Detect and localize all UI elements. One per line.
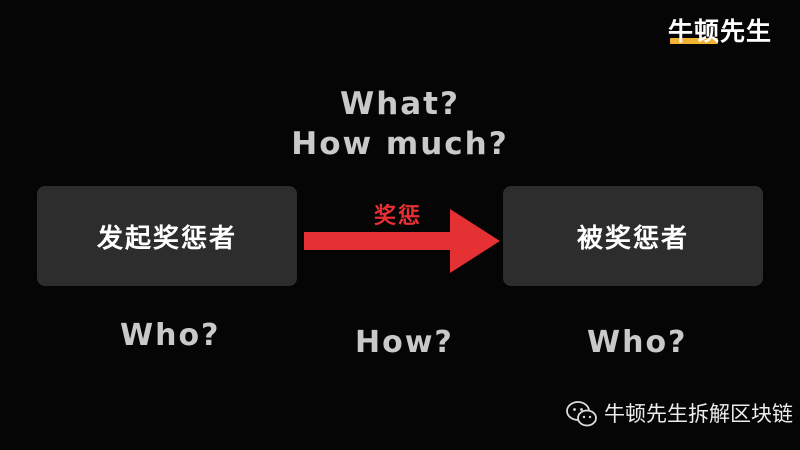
arrow-icon <box>304 209 500 273</box>
node-recipient: 被奖惩者 <box>503 186 763 286</box>
arrow-shape <box>304 209 500 273</box>
who-left-label: Who? <box>120 318 221 353</box>
node-recipient-label: 被奖惩者 <box>576 223 689 254</box>
question-how-much: How much? <box>291 126 509 162</box>
wechat-icon <box>566 401 597 427</box>
brand-logo: 牛顿先生 <box>668 14 788 50</box>
arrow-label: 奖惩 <box>373 204 422 229</box>
node-initiator-label: 发起奖惩者 <box>96 223 237 254</box>
watermark-text: 牛顿先生拆解区块链 <box>604 402 793 426</box>
who-right-label: Who? <box>587 325 688 360</box>
wechat-watermark: 牛顿先生拆解区块链 <box>566 398 793 432</box>
node-initiator: 发起奖惩者 <box>37 186 297 286</box>
question-what: What? <box>340 86 460 122</box>
logo-accent-bar <box>670 38 718 44</box>
logo-text: 牛顿先生 <box>668 17 773 46</box>
how-label: How? <box>355 325 454 360</box>
